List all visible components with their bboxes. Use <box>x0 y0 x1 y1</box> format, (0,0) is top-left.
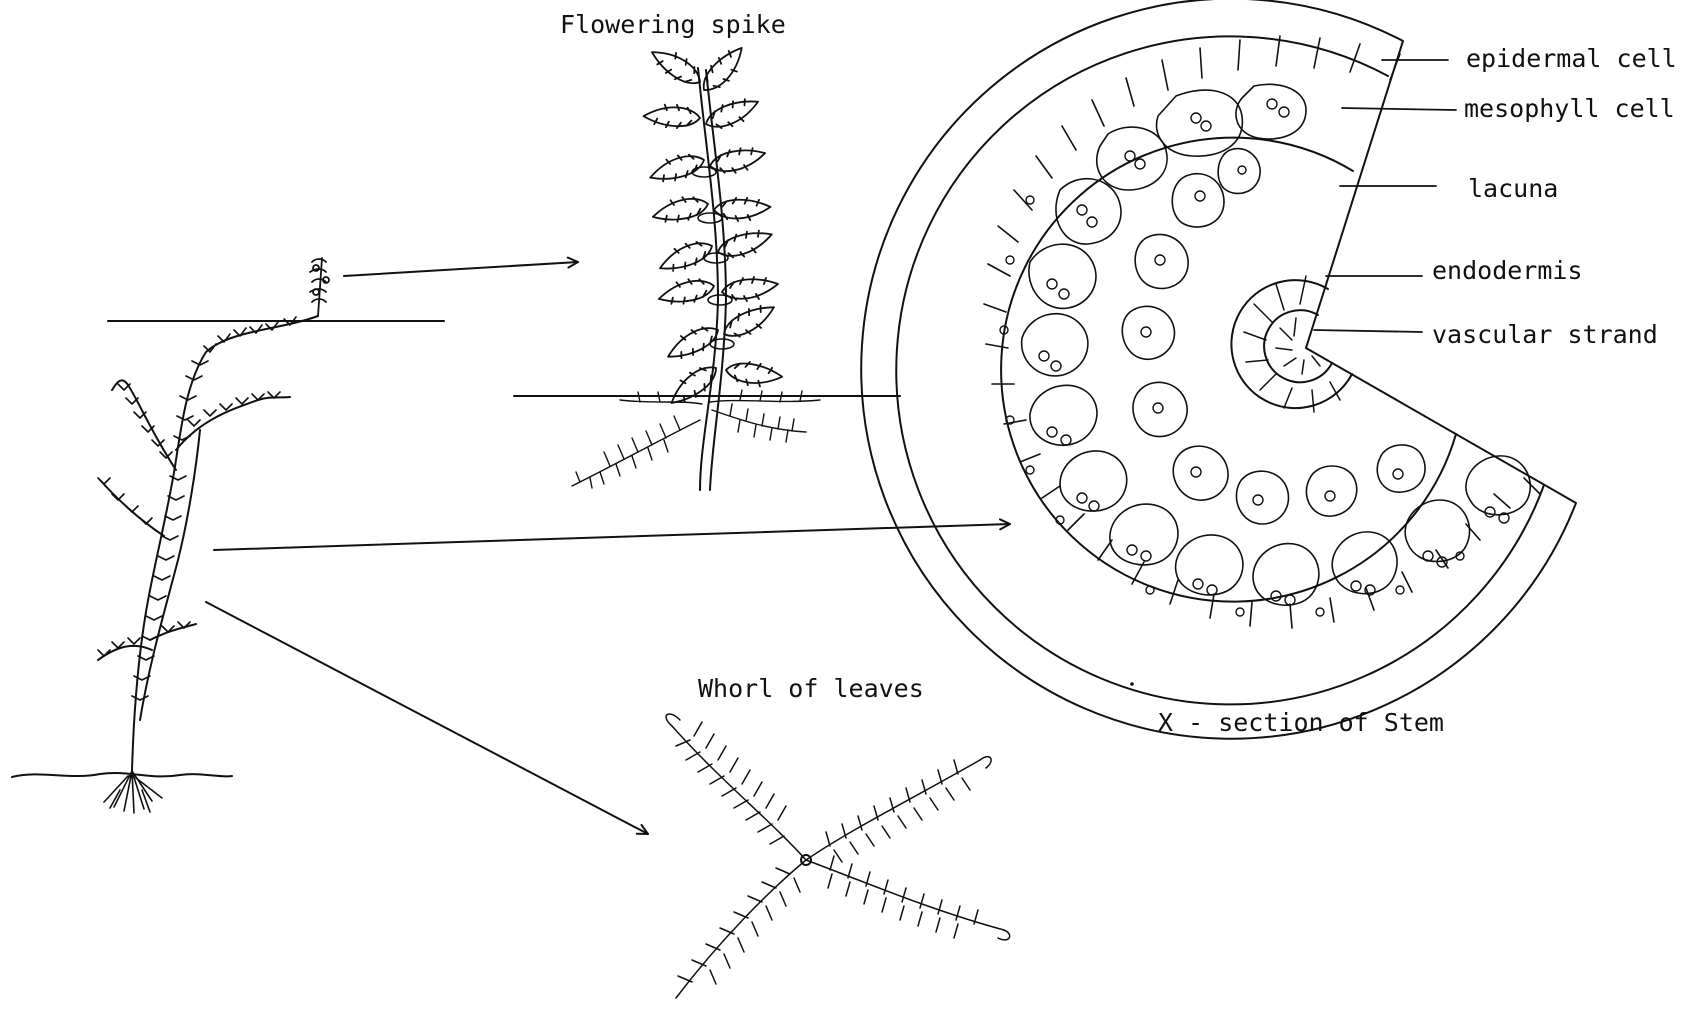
endodermis-cells <box>1244 276 1340 412</box>
caption-flowering-spike: Flowering spike <box>560 12 786 37</box>
arrow-to-cross-section <box>214 524 1010 550</box>
emergent-spike <box>310 258 329 316</box>
submerged-leaves <box>572 390 820 488</box>
plant-branch <box>100 480 164 536</box>
flowering-spike-drawing <box>514 39 900 490</box>
whorl-of-leaves-drawing <box>666 714 1010 998</box>
spike-stem <box>706 70 726 490</box>
caption-whorl-of-leaves: Whorl of leaves <box>698 676 924 701</box>
chloroplasts <box>1000 99 1509 616</box>
plant-foliage <box>98 317 296 700</box>
arrow-to-flowering-spike <box>344 262 578 276</box>
label-lacuna: lacuna <box>1468 176 1558 201</box>
label-endodermis: endodermis <box>1432 258 1583 283</box>
stray-mark <box>1130 682 1134 686</box>
whorl-leaf <box>806 856 1010 940</box>
label-mesophyll-cell: mesophyll cell <box>1464 96 1675 121</box>
arrow-to-whorl <box>206 602 648 834</box>
whorl-leaf <box>806 757 991 862</box>
label-epidermal-cell: epidermal cell <box>1466 46 1677 71</box>
whorl-leaf <box>666 714 806 860</box>
epidermis-inner-ring <box>896 36 1544 704</box>
cortex-inner-ring <box>1001 138 1456 602</box>
spike-nodes <box>692 167 734 349</box>
plant-branch <box>176 397 290 450</box>
plant-roots <box>104 771 162 813</box>
caption-x-section-of-stem: X - section of Stem <box>1158 710 1444 735</box>
plant-stem <box>132 316 318 771</box>
soil-line <box>12 773 232 777</box>
whole-plant-drawing <box>12 258 444 813</box>
spike-leaves <box>642 39 784 409</box>
whorl-leaf <box>676 860 806 998</box>
leader-mesophyll-cell <box>1342 108 1456 110</box>
vascular-strand-ring <box>1264 310 1332 382</box>
label-vascular-strand: vascular strand <box>1432 322 1658 347</box>
leader-vascular-strand <box>1314 330 1422 332</box>
